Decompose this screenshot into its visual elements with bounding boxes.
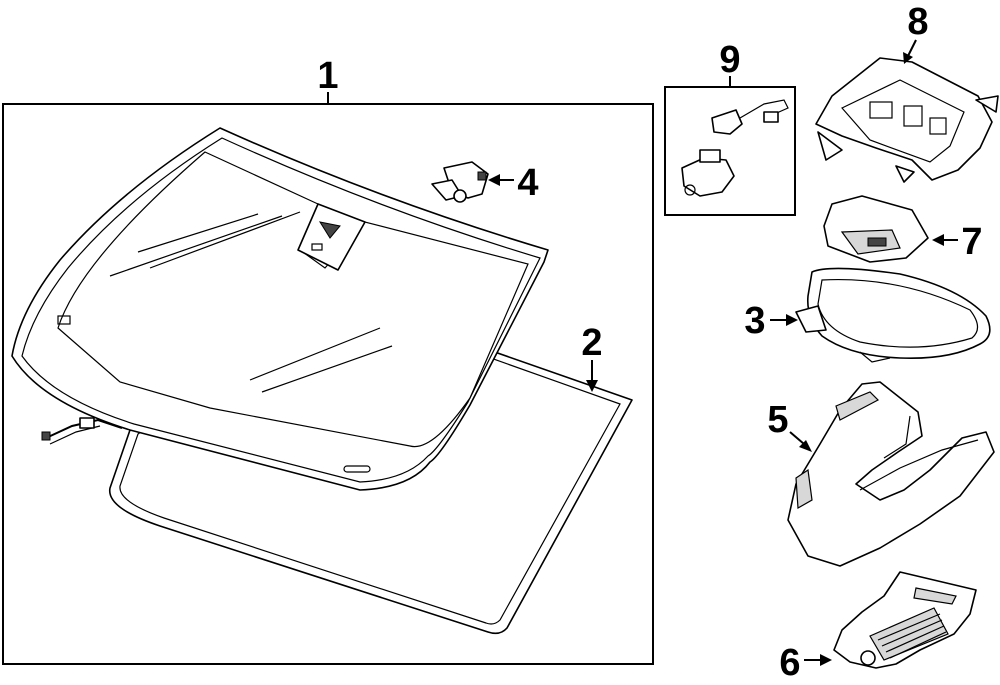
mirror-mount-part[interactable] — [823, 195, 929, 263]
callout-7: 7 — [961, 221, 982, 263]
callout-2: 2 — [581, 322, 602, 364]
callout-4: 4 — [517, 162, 538, 204]
callout-8: 8 — [907, 1, 928, 43]
leader-lines — [488, 39, 958, 666]
rain-sensor-part[interactable] — [431, 161, 489, 203]
callout-9: 9 — [719, 39, 740, 81]
sensor-harness-part[interactable] — [681, 99, 789, 197]
sensor-harness-frame — [664, 86, 796, 216]
roof-bracket-part[interactable] — [815, 57, 999, 183]
rearview-mirror-part[interactable] — [795, 267, 991, 363]
lower-cover-part[interactable] — [833, 571, 977, 669]
windshield-glass-part[interactable] — [11, 127, 549, 491]
callout-5: 5 — [767, 399, 788, 441]
callout-3: 3 — [744, 300, 765, 342]
callout-1: 1 — [317, 55, 338, 97]
callout-6: 6 — [779, 642, 800, 684]
mirror-cover-part[interactable] — [787, 381, 995, 567]
